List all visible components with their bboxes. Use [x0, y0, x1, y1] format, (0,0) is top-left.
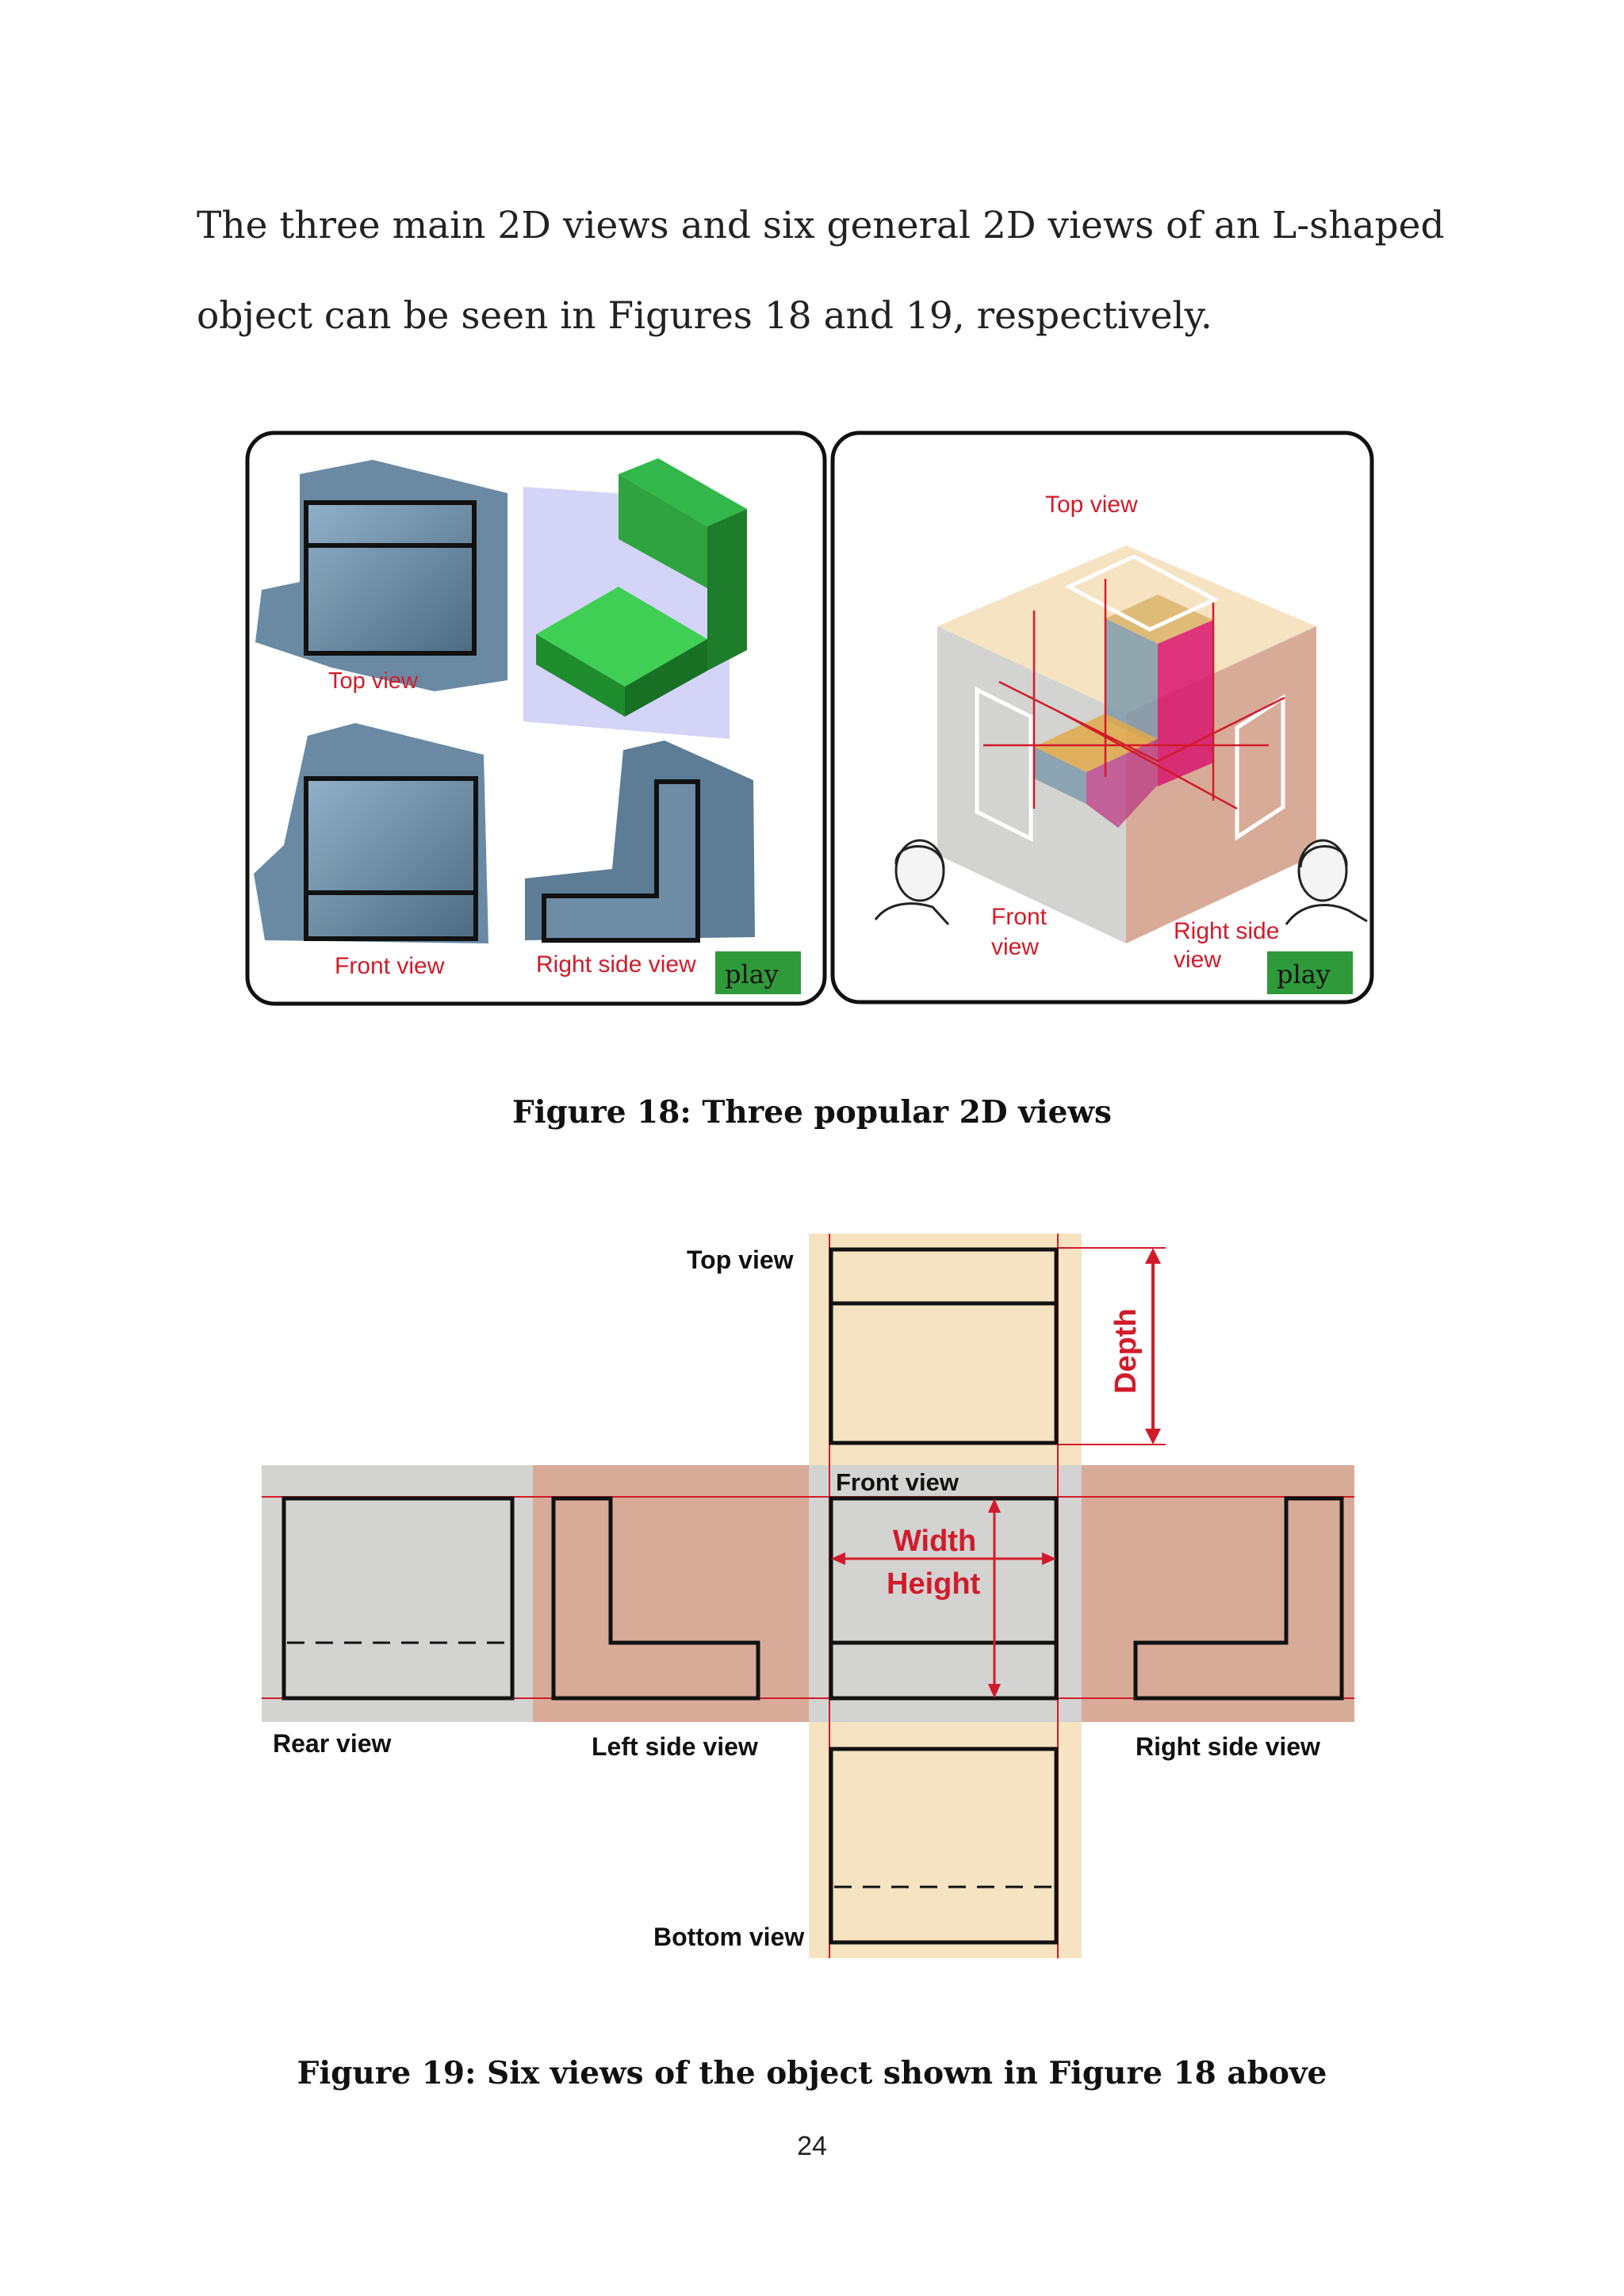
figure-18: Top view Front view Right side view — [245, 430, 1374, 1006]
fig18-r-front-label-2: view — [991, 934, 1039, 960]
front-view-drawing — [829, 1496, 1059, 1701]
page-number: 24 — [797, 2131, 827, 2161]
fig19-top-view-label: Top view — [687, 1246, 794, 1274]
fig19-right-side-view-label: Right side view — [1136, 1732, 1320, 1761]
fig18-r-right-side-label-1: Right side — [1174, 918, 1279, 944]
fig18-r-top-view-label: Top view — [1045, 492, 1138, 518]
width-height-dimensions: Width Height — [831, 1498, 1056, 1698]
fig19-bottom-view-label: Bottom view — [653, 1923, 804, 1951]
play-button-right[interactable]: play — [1267, 951, 1353, 994]
fig19-front-view-label: Front view — [836, 1468, 959, 1496]
fig18-front-view-label: Front view — [335, 953, 445, 979]
front-view-block: Front view — [254, 723, 488, 979]
depth-label: Depth — [1109, 1308, 1143, 1394]
figure-19: Top view Depth Rear view Left side view … — [262, 1234, 1354, 1958]
intro-paragraph: The three main 2D views and six general … — [197, 204, 1445, 338]
green-l-block — [523, 458, 747, 739]
height-label: Height — [887, 1567, 981, 1601]
top-view-block: Top view — [255, 460, 508, 694]
width-label: Width — [893, 1525, 976, 1558]
fig18-r-right-side-label-2: view — [1174, 947, 1221, 973]
viewer-left-icon — [874, 839, 950, 926]
figure-18-caption: Figure 18: Three popular 2D views — [512, 1094, 1112, 1131]
left-side-view-drawing — [551, 1496, 760, 1701]
fig19-rear-view-label: Rear view — [273, 1729, 392, 1758]
fig18-r-front-label-1: Front — [991, 904, 1048, 930]
fig18-top-view-label: Top view — [328, 668, 419, 694]
play-label-right: play — [1277, 959, 1331, 989]
bottom-view-drawing — [829, 1747, 1059, 1945]
right-side-view-drawing — [1133, 1496, 1344, 1701]
depth-dimension: Depth — [1109, 1248, 1161, 1445]
fig18-right-side-view-label: Right side view — [536, 951, 696, 978]
right-side-view-block: Right side view — [525, 740, 755, 978]
top-view-drawing — [829, 1247, 1059, 1445]
play-label-left: play — [725, 959, 779, 989]
fig19-left-side-view-label: Left side view — [592, 1732, 758, 1761]
play-button-left[interactable]: play — [715, 951, 801, 994]
fig18-left-panel: Top view Front view Right side view — [245, 430, 827, 1006]
rear-view-drawing — [282, 1496, 515, 1701]
viewer-right-icon — [1285, 839, 1368, 925]
figure-19-caption: Figure 19: Six views of the object shown… — [297, 2055, 1327, 2091]
fig18-right-panel: Top view Front view Right side view play — [830, 430, 1374, 1004]
